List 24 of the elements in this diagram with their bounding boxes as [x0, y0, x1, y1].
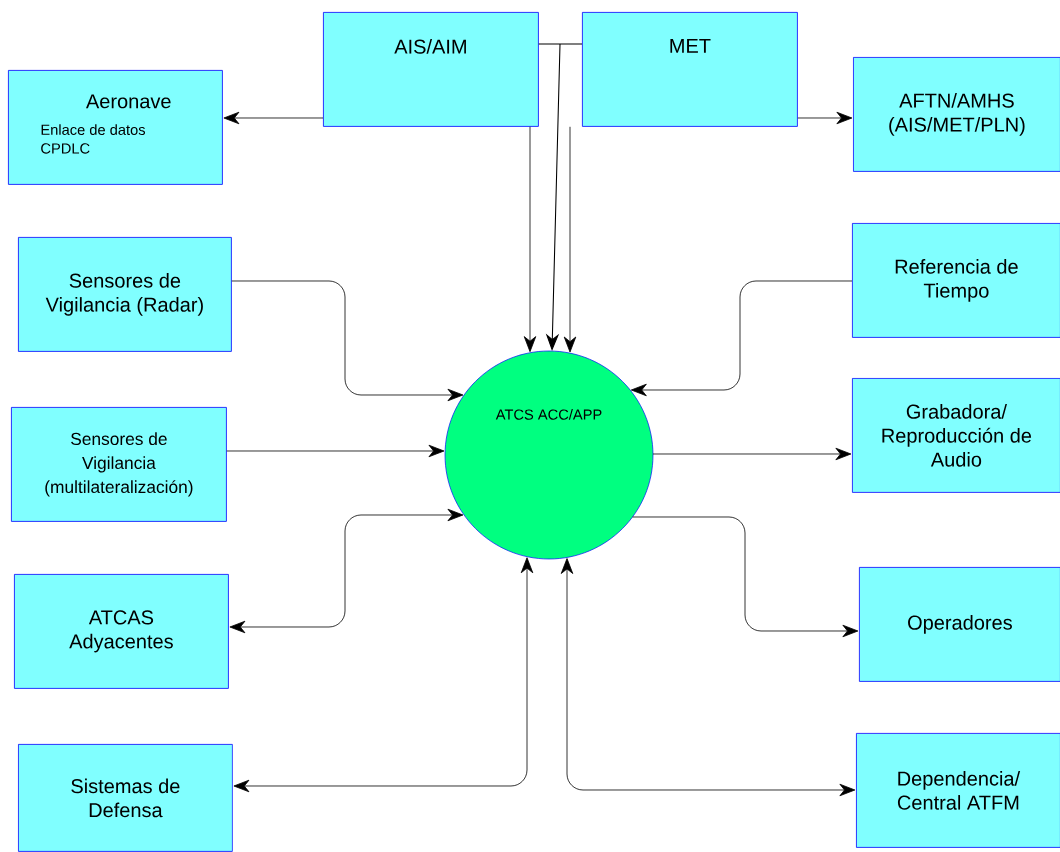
arrow	[652, 447, 852, 461]
arrow	[233, 557, 534, 793]
arrow	[797, 111, 853, 125]
process-box: ATCAS Adyacentes	[14, 574, 229, 689]
process-box: Sistemas de Defensa	[18, 744, 233, 852]
process-box: Referencia de Tiempo	[852, 223, 1060, 338]
arrow	[223, 111, 324, 125]
process-box: Grabadora/ Reproducción de Audio	[852, 378, 1060, 493]
process-box: Sensores de Vigilancia (Radar)	[18, 237, 232, 352]
arrow	[563, 126, 577, 353]
arrow	[226, 444, 445, 458]
process-box: AIS/AIM	[323, 12, 539, 127]
process-box: Aeronave Enlace de datos CPDLC	[8, 70, 223, 185]
process-box: AFTN/AMHS (AIS/MET/PLN)	[853, 57, 1060, 172]
arrow	[630, 280, 853, 397]
arrow	[229, 508, 464, 634]
arrow	[632, 516, 859, 638]
process-box: Operadores	[859, 567, 1060, 682]
arrow	[560, 558, 856, 797]
process-box: Sensores de Vigilancia (multilateralización)	[11, 407, 227, 522]
arrow	[523, 126, 537, 353]
process-box: Dependencia/ Central ATFM	[856, 733, 1060, 848]
arrow	[231, 280, 464, 402]
process-box: MET	[582, 12, 798, 127]
